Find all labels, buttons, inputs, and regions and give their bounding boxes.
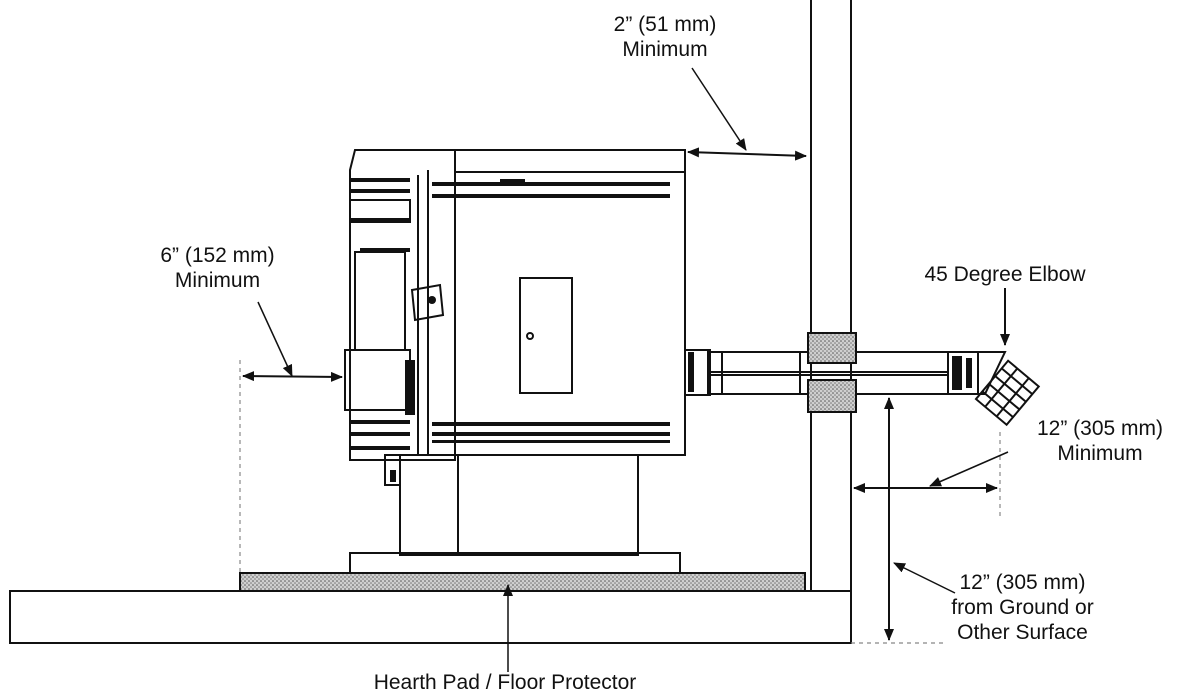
hearth-label: Hearth Pad / Floor Protector <box>335 670 675 695</box>
left-clearance-arrow <box>242 371 343 382</box>
floor-slab <box>9 590 852 644</box>
wall-clearance-line1: 12” (305 mm) <box>1036 417 1164 440</box>
wall-clearance-line2: Minimum <box>1057 442 1143 465</box>
ground-clearance-line1: 12” (305 mm) <box>959 571 1086 594</box>
top-clearance-arrow <box>687 147 807 161</box>
left-clearance-line2: Minimum <box>174 269 261 292</box>
wall <box>810 0 852 643</box>
ground-leader-arrow <box>893 562 956 594</box>
left-clearance-label: 6” (152 mm) Minimum <box>140 243 295 293</box>
hearth-pad <box>239 572 806 592</box>
top-clearance-line2: Minimum <box>622 38 708 61</box>
elbow-label: 45 Degree Elbow <box>895 262 1115 287</box>
elbow-label-text: 45 Degree Elbow <box>924 263 1086 286</box>
pellet-stove <box>344 149 711 574</box>
hearth-label-text: Hearth Pad / Floor Protector <box>373 671 637 694</box>
ground-clearance-label: 12” (305 mm) from Ground or Other Surfac… <box>940 570 1105 645</box>
left-clearance-line1: 6” (152 mm) <box>160 244 275 267</box>
top-clearance-line1: 2” (51 mm) <box>613 13 717 36</box>
vent-pipe <box>707 332 1041 427</box>
ground-clearance-line2: from Ground or <box>951 596 1094 619</box>
ground-clearance-line3: Other Surface <box>957 621 1088 644</box>
left-leader-arrow <box>257 301 293 377</box>
top-leader-arrow <box>691 67 747 151</box>
top-clearance-label: 2” (51 mm) Minimum <box>590 12 740 62</box>
wall-clearance-label: 12” (305 mm) Minimum <box>1010 416 1190 466</box>
wall-leader-arrow <box>929 451 1009 487</box>
